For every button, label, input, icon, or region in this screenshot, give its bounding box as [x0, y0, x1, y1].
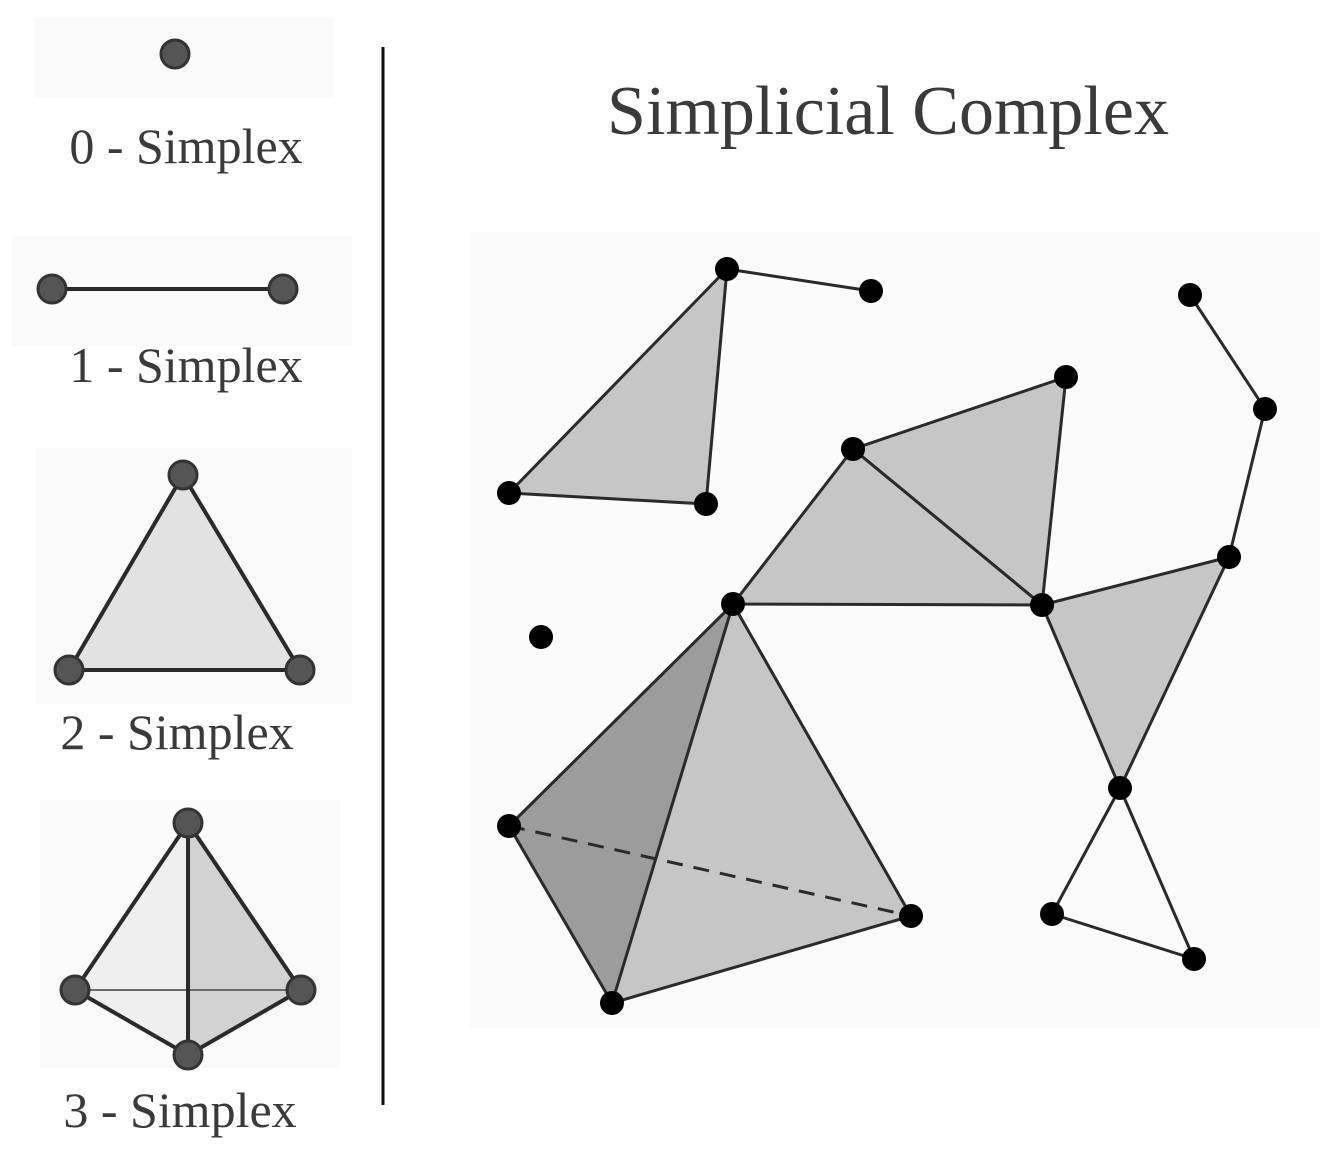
- edge: [1051, 912, 1195, 961]
- vertex: [1182, 947, 1206, 971]
- legend-3-simplex-vertex-bottom: [172, 1039, 204, 1071]
- tetrahedron-edge: [610, 603, 735, 1004]
- legend-1-simplex: 1 - Simplex: [12, 236, 352, 393]
- vertex: [715, 257, 739, 281]
- vertex: [600, 991, 624, 1015]
- legend-3-simplex: 3 - Simplex: [40, 800, 340, 1138]
- edge: [1118, 787, 1196, 960]
- legend-0-simplex: 0 - Simplex: [34, 18, 334, 174]
- legend-2-simplex-face: [67, 473, 302, 672]
- legend-2-simplex-vertex-right: [284, 654, 316, 686]
- legend-3-simplex-vertex-top: [172, 807, 204, 839]
- triangle-face: [731, 447, 1044, 607]
- triangle-face: [1040, 555, 1231, 790]
- vertex: [694, 492, 718, 516]
- vertex: [1217, 545, 1241, 569]
- edge: [1227, 408, 1267, 558]
- edge: [1188, 294, 1267, 410]
- vertex: [841, 437, 865, 461]
- legend-3-simplex-edge: [187, 988, 302, 1057]
- legend-3-simplex-edge: [186, 821, 303, 992]
- legend-1-simplex-label: 1 - Simplex: [69, 337, 302, 393]
- legend-3-simplex-face-right: [188, 823, 301, 1055]
- vertex: [1040, 902, 1064, 926]
- legend-3-simplex-vertex-left: [59, 974, 91, 1006]
- vertex: [1178, 283, 1202, 307]
- diagram-title: Simplicial Complex: [607, 73, 1169, 150]
- legend-1-simplex-vertex-a: [36, 273, 68, 305]
- vertices: [497, 257, 1277, 1015]
- edge: [1050, 787, 1122, 915]
- edge: [726, 267, 872, 293]
- legend-3-simplex-face-left: [75, 823, 188, 1055]
- legend-2-simplex: 2 - Simplex: [36, 448, 352, 760]
- tetrahedron-face-light: [612, 604, 911, 1003]
- legend-0-simplex-vertex: [159, 38, 191, 70]
- legend-2-simplex-vertex-left: [53, 654, 85, 686]
- vertex: [859, 279, 883, 303]
- legend-3-simplex-edge: [74, 988, 189, 1057]
- vertex: [497, 481, 521, 505]
- tetrahedron-hidden-edge: [508, 824, 912, 918]
- legend-0-simplex-label: 0 - Simplex: [69, 118, 302, 174]
- vertex: [1108, 776, 1132, 800]
- legend-2-simplex-vertex-top: [167, 459, 199, 491]
- tetrahedron-edge: [507, 825, 614, 1004]
- legend-2-simplex-label: 2 - Simplex: [60, 704, 293, 760]
- vertex: [1030, 593, 1054, 617]
- isolated-vertex: [529, 625, 553, 649]
- triangle-face: [507, 267, 729, 506]
- legend: 0 - Simplex 1 - Simplex 2 - Simplex: [12, 18, 352, 1138]
- vertex: [899, 904, 923, 928]
- legend-3-simplex-vertex-right: [285, 974, 317, 1006]
- vertex: [721, 592, 745, 616]
- legend-1-simplex-vertex-b: [267, 273, 299, 305]
- legend-3-simplex-label: 3 - Simplex: [63, 1082, 296, 1138]
- simplicial-complex: [470, 232, 1320, 1028]
- tetrahedron-edge: [731, 603, 913, 917]
- tetrahedron-edge: [507, 602, 735, 828]
- vertex: [1054, 365, 1078, 389]
- vertex: [497, 814, 521, 838]
- legend-3-simplex-edge: [73, 821, 190, 992]
- vertex: [1253, 397, 1277, 421]
- tetrahedron-edge: [611, 914, 912, 1005]
- tetrahedron-face-dark: [509, 604, 733, 1003]
